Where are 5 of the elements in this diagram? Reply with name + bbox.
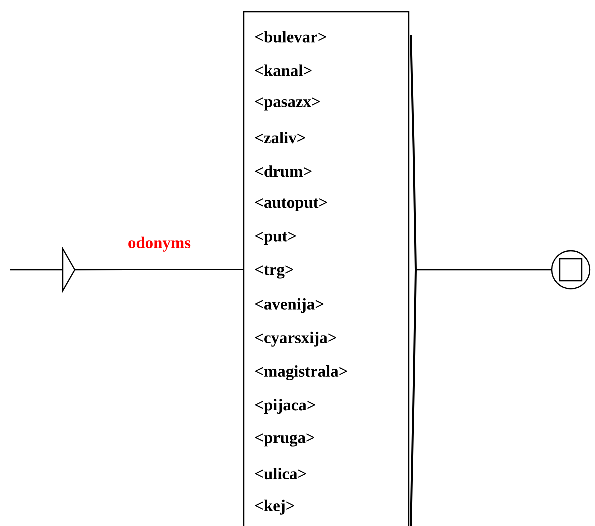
connector-line <box>416 269 552 271</box>
connector-line <box>75 269 244 271</box>
transition-box: <bulevar> <kanal> <pasazx> <zaliv> <drum> <autoput> <put> <trg> <avenija> <cyarsxija> <magistrala> <pijaca> <pruga> <ulica> <kej> <box>243 11 417 526</box>
edge-label: odonyms <box>128 236 191 252</box>
final-state-circle <box>551 250 591 290</box>
